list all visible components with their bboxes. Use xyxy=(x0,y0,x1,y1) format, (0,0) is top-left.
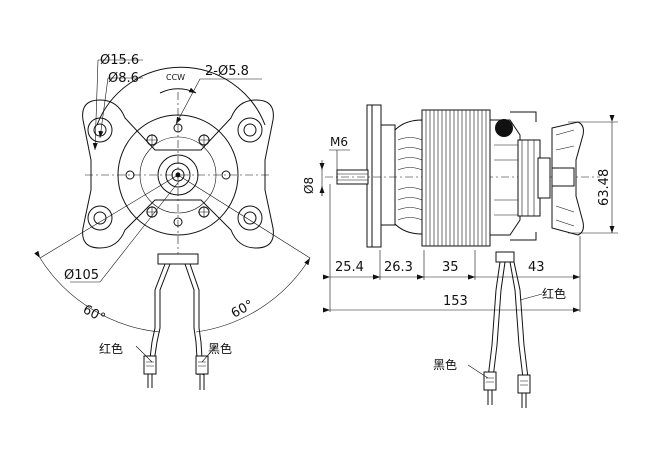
boss-top-left xyxy=(87,117,113,143)
dim-boss-outer: Ø15.6 xyxy=(100,53,139,68)
dim-height: 63.48 xyxy=(597,169,612,206)
dim-mount-holes: 2-Ø5.8 xyxy=(205,64,249,79)
dim-len-4: 43 xyxy=(528,260,545,275)
dim-len-2: 26.3 xyxy=(384,260,413,275)
dim-len-3: 35 xyxy=(442,260,459,275)
angle-left: 60° xyxy=(80,302,107,326)
boss-top-right xyxy=(237,117,263,143)
front-wire-red-label: 红色 xyxy=(99,341,123,356)
side-wires xyxy=(483,251,531,408)
side-view: M6 Ø8 25.4 26.3 35 43 153 63.48 xyxy=(302,104,618,408)
dim-shaft-diameter: Ø8 xyxy=(302,177,316,194)
dim-thread: M6 xyxy=(330,135,348,149)
front-wire-black-label: 黑色 xyxy=(208,342,232,356)
front-view: CCW Ø15.6 Ø8.6 2-Ø5.8 Ø105 60° 60° xyxy=(34,53,311,390)
side-wire-black-label: 黑色 xyxy=(433,358,457,372)
front-wires xyxy=(143,253,209,390)
dim-body-diameter: Ø105 xyxy=(64,268,99,283)
angle-right: 60° xyxy=(229,297,256,321)
rotation-label: CCW xyxy=(166,73,185,82)
side-wire-red-label: 红色 xyxy=(542,286,566,301)
dim-overall-length: 153 xyxy=(443,294,468,309)
dim-boss-inner: Ø8.6 xyxy=(108,71,139,86)
boss-bottom-left xyxy=(87,205,113,231)
front-winding xyxy=(397,137,423,221)
dim-len-1: 25.4 xyxy=(335,260,364,275)
stator-laminations xyxy=(425,110,487,246)
boss-bottom-right xyxy=(237,205,263,231)
